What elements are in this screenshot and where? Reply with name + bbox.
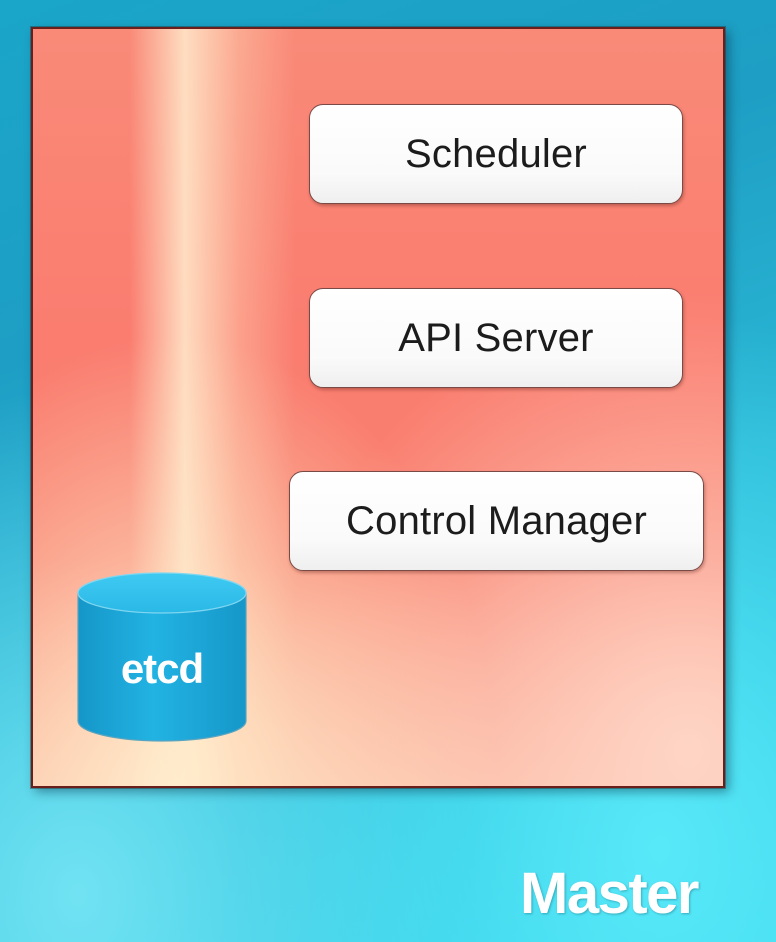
control-manager-box: Control Manager: [289, 471, 704, 571]
database-cylinder-icon: [77, 572, 247, 742]
master-label: Master: [520, 861, 699, 926]
api-server-label: API Server: [398, 315, 594, 360]
scheduler-box: Scheduler: [309, 104, 683, 204]
control-manager-label: Control Manager: [346, 498, 647, 543]
api-server-box: API Server: [309, 288, 683, 388]
etcd-label: etcd: [120, 645, 204, 692]
scheduler-label: Scheduler: [405, 131, 587, 176]
